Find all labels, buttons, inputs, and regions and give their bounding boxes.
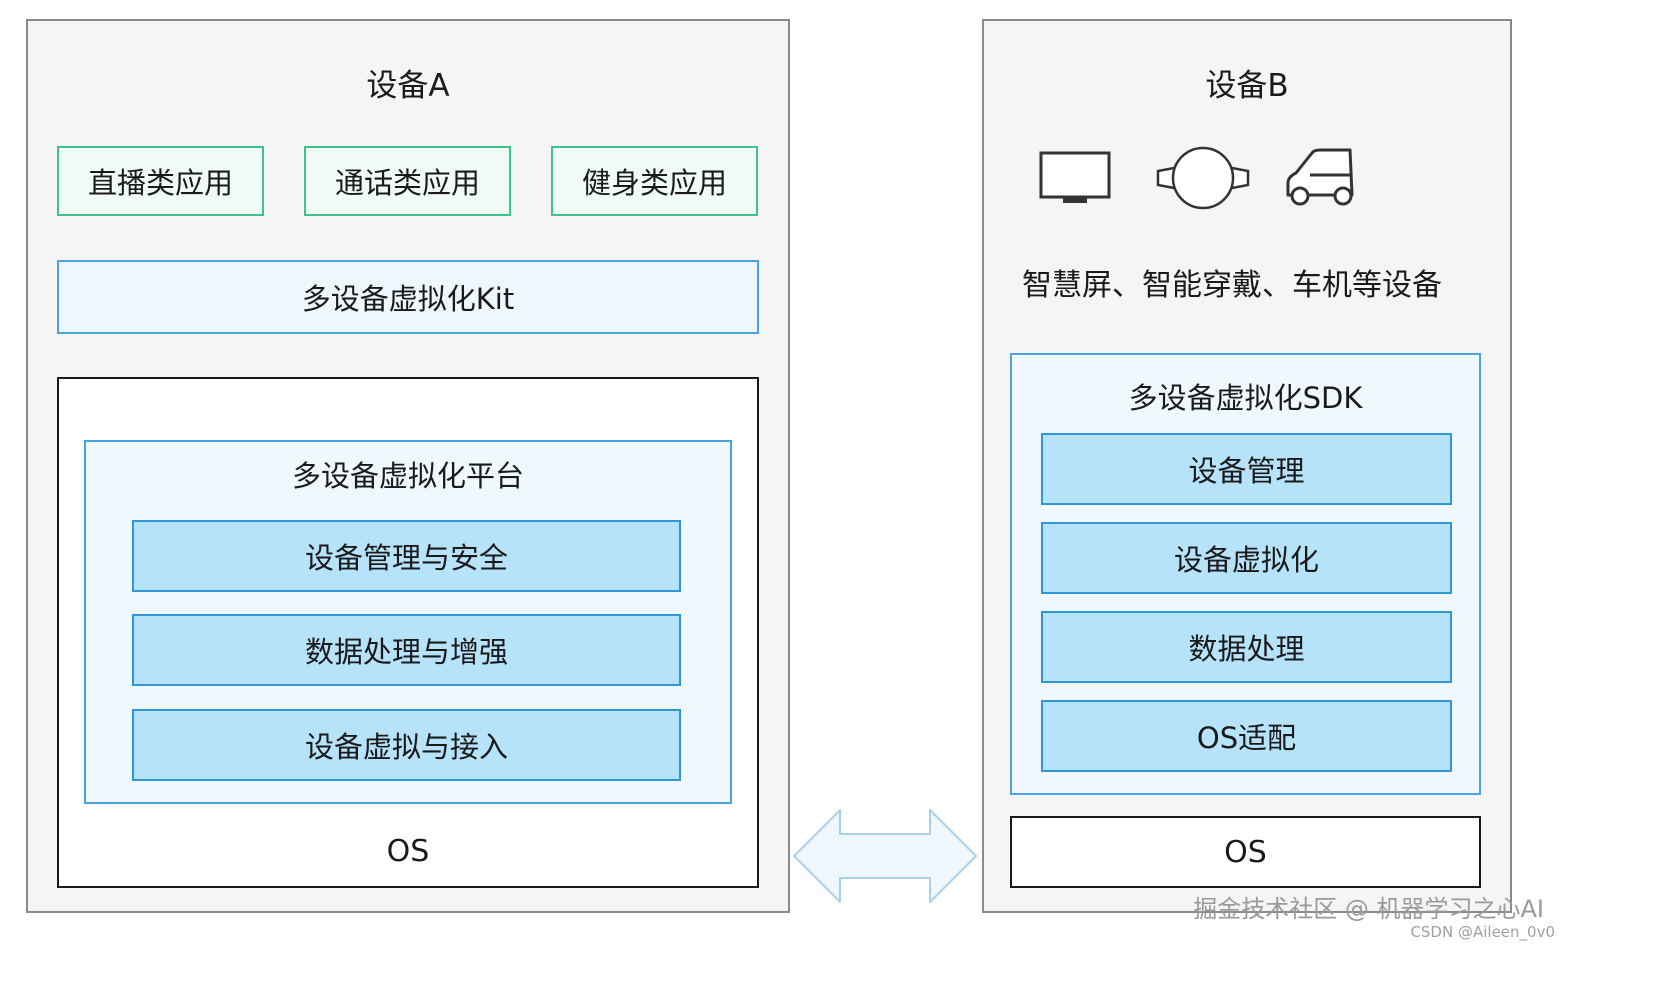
app-box-fitness: 健身类应用 bbox=[551, 146, 758, 216]
sdk-module-os-adaptation: OS适配 bbox=[1041, 700, 1452, 772]
device-types-caption: 智慧屏、智能穿戴、车机等设备 bbox=[1022, 268, 1442, 303]
platform-module-access: 设备虚拟与接入 bbox=[132, 709, 681, 781]
platform-module-security: 设备管理与安全 bbox=[132, 520, 681, 592]
device-a-os-label: OS bbox=[386, 834, 430, 869]
bidirectional-arrow-icon bbox=[793, 809, 977, 903]
platform-module-data: 数据处理与增强 bbox=[132, 614, 681, 686]
device-b-os-box: OS bbox=[1010, 816, 1481, 888]
device-a-title: 设备A bbox=[366, 68, 450, 104]
wearable-watch-icon bbox=[1156, 146, 1250, 210]
sdk-module-device-management: 设备管理 bbox=[1041, 433, 1452, 505]
sdk-module-device-virtualization: 设备虚拟化 bbox=[1041, 522, 1452, 594]
sdk-title: 多设备虚拟化SDK bbox=[1128, 381, 1363, 415]
platform-title: 多设备虚拟化平台 bbox=[291, 459, 524, 493]
watermark-text: 掘金技术社区 @ 机器学习之心AI bbox=[1193, 895, 1544, 923]
sdk-module-data-processing: 数据处理 bbox=[1041, 611, 1452, 683]
smart-screen-icon bbox=[1039, 151, 1111, 203]
credit-text: CSDN @Aileen_0v0 bbox=[1410, 923, 1555, 941]
app-box-call: 通话类应用 bbox=[304, 146, 511, 216]
car-icon bbox=[1286, 148, 1354, 206]
app-box-live: 直播类应用 bbox=[57, 146, 264, 216]
device-b-title: 设备B bbox=[1205, 68, 1289, 104]
virtualization-kit-bar: 多设备虚拟化Kit bbox=[57, 260, 759, 334]
